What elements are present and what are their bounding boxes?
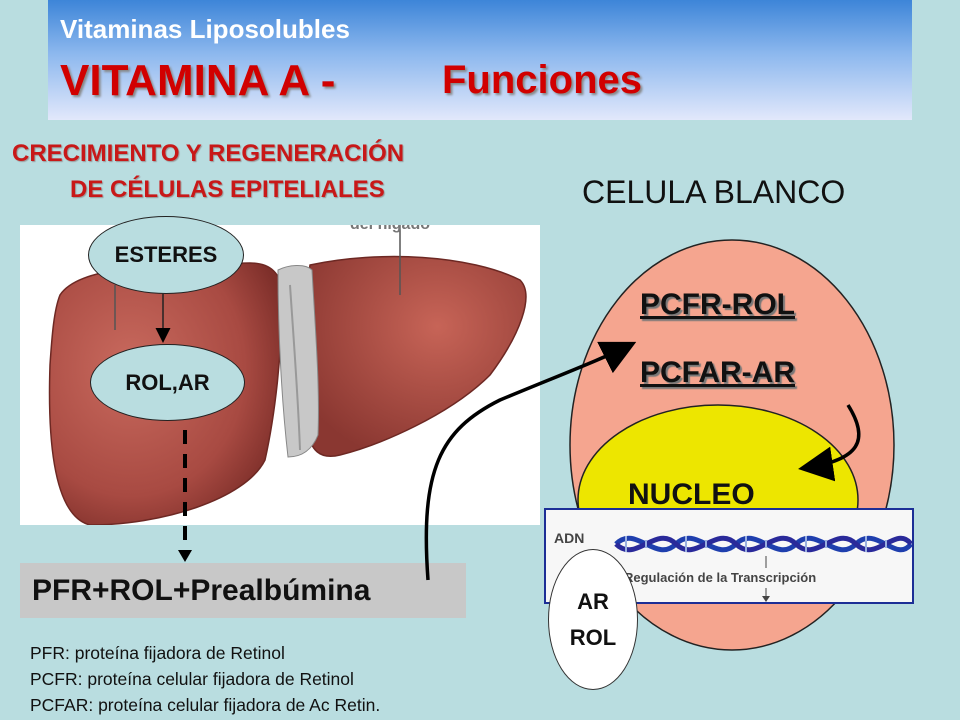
into-nucleus-arrow [798,404,861,482]
legend-item: PCFAR: proteína celular fijadora de Ac R… [30,695,381,715]
ar-rol-bubble: AR ROL [548,549,638,690]
slide-title-functions: Funciones [442,58,643,102]
ar-label: AR [577,588,609,614]
heading-line-2: DE CÉLULAS EPITELIALES [70,176,385,203]
transport-complex-box: PFR+ROL+Prealbúmina [20,563,466,618]
dna-helix-icon [614,535,912,602]
esters-bubble: ESTERES [88,216,244,294]
pcfr-rol-label: PCFR-ROL [640,288,795,321]
legend-item: PFR: proteína fijadora de Retinol [30,643,285,663]
transport-to-cell-arrow [424,341,637,581]
transcription-regulation-label: Regulación de la Transcripción [624,570,817,585]
dna-label: ADN [554,530,585,546]
pcfar-ar-label: PCFAR-AR [640,356,795,389]
title-banner: Vitaminas Liposolubles VITAMINA A - Func… [48,0,912,120]
rol-label: ROL [569,624,617,650]
legend-item: PCFR: proteína celular fijadora de Retin… [30,669,354,689]
target-cell-title: CELULA BLANCO [582,174,846,210]
slide-title: VITAMINA A - [60,56,336,105]
rol-ar-bubble: ROL,AR [90,344,245,421]
nucleus-label: NUCLEO [628,478,755,511]
liver-caption: del hígado [350,225,430,233]
abbreviation-legend: PFR: proteína fijadora de Retinol PCFR: … [30,640,380,718]
slide-subtitle: Vitaminas Liposolubles [60,14,350,44]
heading-line-1: CRECIMIENTO Y REGENERACIÓN [12,140,405,167]
